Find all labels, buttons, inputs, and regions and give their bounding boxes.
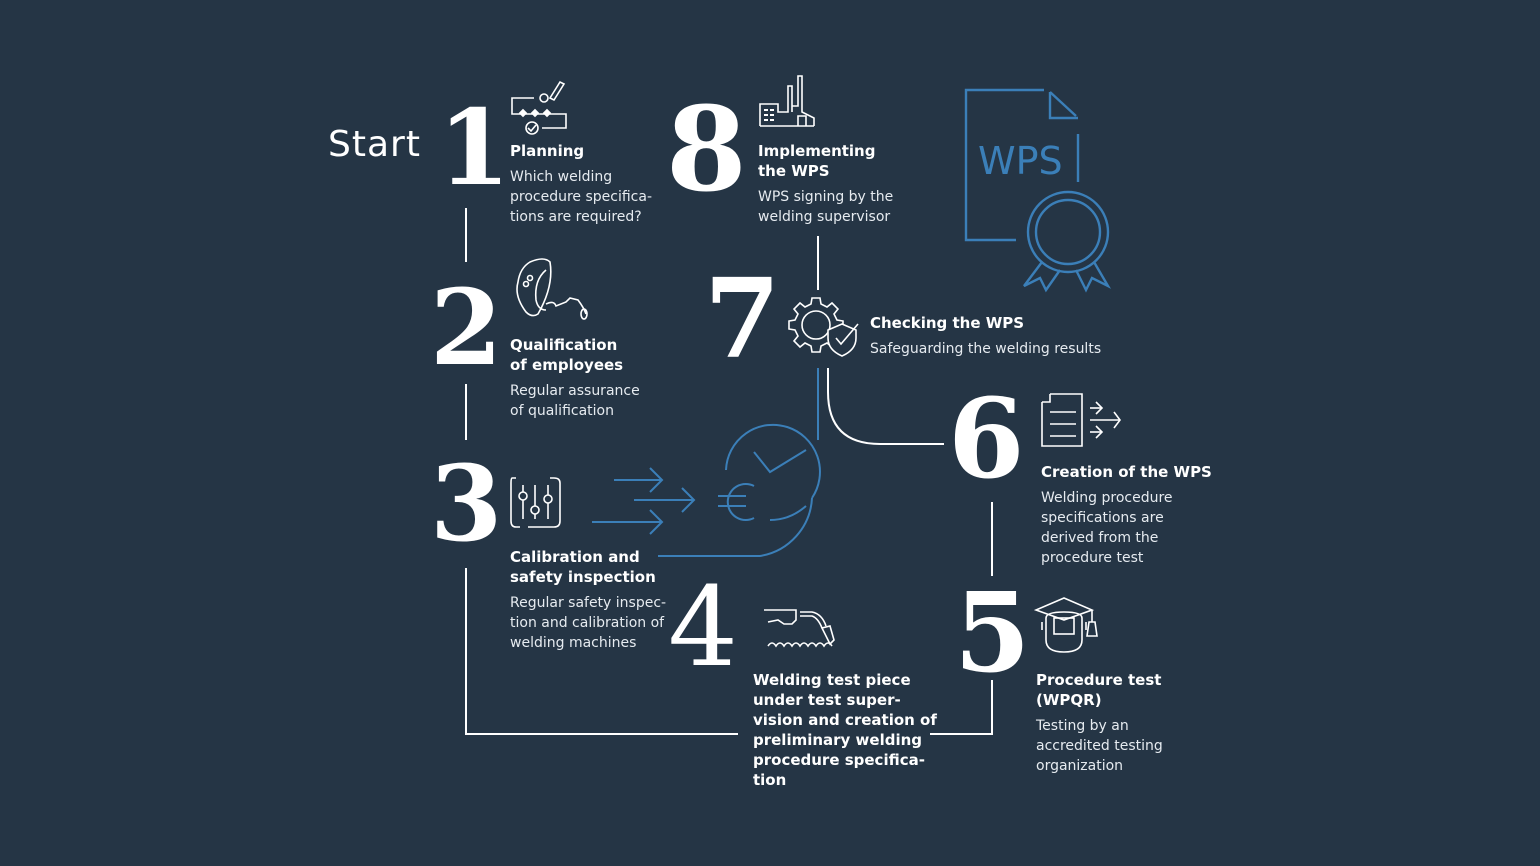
- wps-label: WPS: [978, 139, 1063, 183]
- step-2-title-line-1: Qualification: [510, 336, 618, 354]
- step-3-number: 3: [430, 442, 502, 565]
- step-6-desc-line-1: Welding procedure: [1041, 490, 1173, 506]
- step-4-title-line-5: procedure specifica-: [753, 751, 925, 769]
- step-5-title-line-2: (WPQR): [1036, 691, 1102, 709]
- step-8-desc-line-1: WPS signing by the: [758, 189, 894, 205]
- step-5-number: 5: [954, 568, 1031, 697]
- step-7-title: Checking the WPS: [870, 314, 1025, 332]
- graduate-welding-mask-icon: [1034, 597, 1098, 653]
- step-4-title-line-6: tion: [753, 771, 787, 789]
- step-1-desc-line-3: tions are required?: [510, 209, 642, 225]
- step-2-desc-line-2: of qualification: [510, 403, 614, 419]
- factory-icon: [759, 75, 815, 127]
- step-3-desc-line-2: tion and calibration of: [510, 615, 665, 631]
- step-2-number: 2: [430, 266, 502, 389]
- step-1-desc-line-1: Which welding: [510, 169, 613, 185]
- step-7-number: 7: [704, 254, 781, 383]
- step-6-title: Creation of the WPS: [1041, 463, 1212, 481]
- step-6-desc-line-4: procedure test: [1041, 550, 1144, 566]
- step-2-desc-line-1: Regular assurance: [510, 383, 640, 399]
- step-3-desc-line-1: Regular safety inspec-: [510, 595, 667, 611]
- step-3-desc-line-3: welding machines: [510, 635, 637, 651]
- step-4-number: 4: [668, 563, 738, 691]
- step-5-desc-line-3: organization: [1036, 758, 1124, 774]
- step-4-title-line-4: preliminary welding: [753, 731, 923, 749]
- step-5-desc-line-2: accredited testing: [1036, 738, 1163, 754]
- start-label: Start: [328, 124, 421, 165]
- welder-helmet-torch-icon: [516, 258, 588, 320]
- gear-shield-check-icon: [788, 297, 859, 357]
- wps-certificate-icon: WPS: [964, 88, 1112, 293]
- step-3-title-line-2: safety inspection: [510, 568, 656, 586]
- step-1-title: Planning: [510, 142, 585, 160]
- step-7-desc-line-1: Safeguarding the welding results: [870, 341, 1102, 357]
- step-8-title-line-2: the WPS: [758, 162, 830, 180]
- step-8-title-line-1: Implementing: [758, 142, 876, 160]
- welding-torch-seam-icon: [764, 609, 835, 648]
- sliders-icon: [510, 477, 561, 528]
- step-8-number: 8: [666, 82, 747, 218]
- step-4-title-line-2: under test super-: [753, 691, 901, 709]
- step-6-desc-line-2: specifications are: [1041, 510, 1164, 526]
- step-2-title-line-2: of employees: [510, 356, 624, 374]
- step-5-desc-line-1: Testing by an: [1036, 718, 1129, 734]
- step-1-desc-line-2: procedure specifica-: [510, 189, 653, 205]
- step-8-desc-line-2: welding supervisor: [758, 209, 891, 225]
- step-6-desc-line-3: derived from the: [1041, 530, 1159, 546]
- step-3-title-line-1: Calibration and: [510, 548, 640, 566]
- step-4-title-line-1: Welding test piece: [753, 671, 911, 689]
- planning-workflow-icon: [511, 80, 567, 135]
- step-6-number: 6: [948, 374, 1025, 503]
- euro-clock-arrows-icon: [592, 368, 821, 557]
- step-4-title-line-3: vision and creation of: [753, 711, 937, 729]
- step-1-number: 1: [438, 86, 510, 209]
- document-arrows-icon: [1041, 393, 1121, 447]
- step-5-title-line-1: Procedure test: [1036, 671, 1162, 689]
